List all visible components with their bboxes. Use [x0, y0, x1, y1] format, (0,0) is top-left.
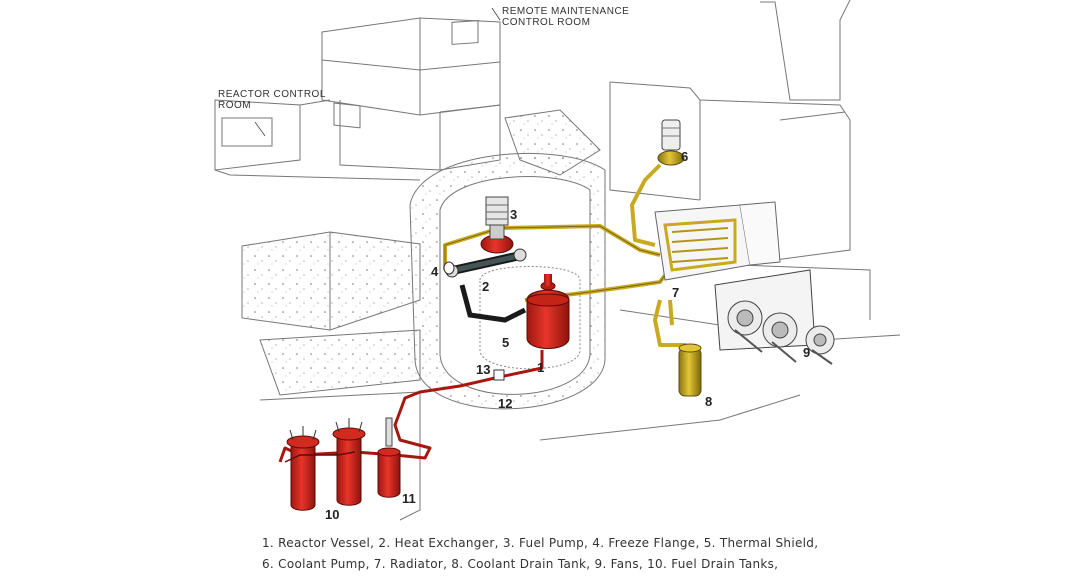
callout-12: 12 [498, 396, 512, 411]
coolant-drain-tank [678, 343, 702, 397]
callout-9: 9 [803, 345, 810, 360]
legend-line-2: 6. Coolant Pump, 7. Radiator, 8. Coolant… [262, 557, 779, 571]
reactor-control-label-2: ROOM [218, 100, 251, 111]
fuel-drain-tanks [284, 418, 366, 511]
item-13-valve [493, 369, 505, 381]
callout-1: 1 [537, 360, 544, 375]
callout-4: 4 [431, 264, 439, 279]
remote-maintenance-label-2: CONTROL ROOM [502, 17, 590, 28]
callout-6: 6 [681, 149, 688, 164]
item-11-tank [377, 417, 401, 498]
legend-line-1: 1. Reactor Vessel, 2. Heat Exchanger, 3.… [262, 536, 819, 550]
remote-maintenance-label-1: REMOTE MAINTENANCE [502, 6, 629, 17]
callout-2: 2 [482, 279, 489, 294]
fans [714, 269, 835, 365]
callout-10: 10 [325, 507, 339, 522]
reactor-control-label-1: REACTOR CONTROL [218, 89, 326, 100]
reactor-cutaway-diagram: REMOTE MAINTENANCE CONTROL ROOM REACTOR … [214, 0, 901, 522]
callout-13: 13 [476, 362, 490, 377]
radiator [654, 201, 781, 281]
callout-3: 3 [510, 207, 517, 222]
coolant-pump [657, 119, 685, 166]
reactor-vessel [526, 274, 570, 349]
fuel-pump [480, 196, 514, 254]
callout-5: 5 [502, 335, 509, 350]
building-outline [214, 0, 901, 521]
callout-11: 11 [402, 491, 416, 506]
callout-8: 8 [705, 394, 712, 409]
leader-lines [254, 7, 501, 137]
callout-7: 7 [672, 285, 679, 300]
freeze-flange [443, 261, 455, 275]
